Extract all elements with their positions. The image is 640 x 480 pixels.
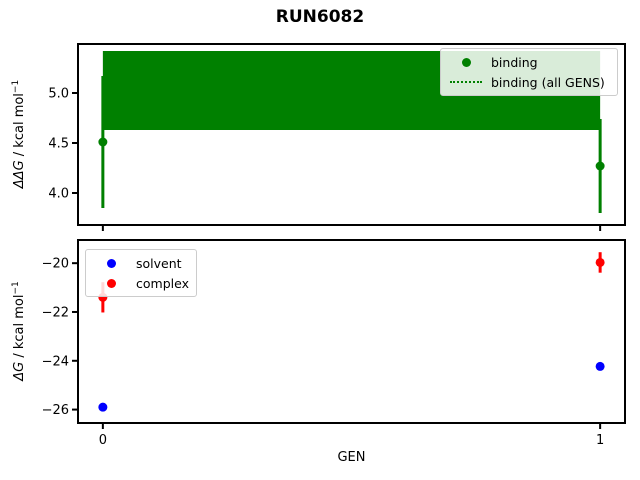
binding-point	[98, 137, 108, 147]
top-y-axis-label-math: ΔΔG	[12, 160, 28, 189]
complex-point	[595, 257, 605, 267]
top-y-axis-label-sup: −1	[10, 79, 21, 94]
figure-title: RUN6082	[275, 7, 365, 27]
x-tick-label: 0	[99, 433, 107, 448]
solvent-dot-icon	[106, 258, 116, 268]
solvent-point	[98, 402, 108, 412]
bottom-y-axis-label: ΔG / kcal mol−1	[11, 281, 27, 381]
complex-dot-icon	[106, 278, 116, 288]
bottom-y-axis-label-sup: −1	[10, 281, 21, 295]
legend-label-binding: binding	[491, 54, 538, 70]
binding-dot-icon	[461, 57, 471, 67]
legend-entry-binding: binding	[447, 52, 611, 72]
y-tick-label: 5.0	[48, 87, 69, 102]
top-y-axis-label-units: / kcal mol	[12, 93, 28, 161]
bottom-y-axis-label-math: ΔG	[12, 361, 28, 381]
x-axis-label: GEN	[337, 450, 366, 465]
legend-entry-binding-all-gens: binding (all GENS)	[447, 72, 611, 92]
axes-frame	[77, 43, 626, 226]
legend-entry-solvent: solvent	[92, 253, 190, 273]
y-tick-label: 4.5	[48, 137, 69, 152]
legend-entry-complex: complex	[92, 273, 190, 293]
y-tick-label: −20	[42, 257, 69, 272]
legend-solvent-complex: solvent complex	[85, 249, 197, 297]
x-tick-label: 1	[596, 433, 604, 448]
y-tick-label: −22	[42, 305, 69, 320]
bottom-y-axis-label-units: / kcal mol	[12, 294, 28, 362]
y-tick-label: −26	[42, 403, 69, 418]
legend-label-solvent: solvent	[136, 255, 182, 271]
binding-point	[595, 161, 605, 171]
y-tick-label: 4.0	[48, 187, 69, 202]
solvent-point	[595, 361, 605, 371]
y-tick-label: −24	[42, 354, 69, 369]
top-y-axis-label: ΔΔG / kcal mol−1	[11, 80, 27, 188]
legend-binding: binding binding (all GENS)	[440, 48, 618, 96]
legend-label-binding-all-gens: binding (all GENS)	[491, 74, 605, 90]
axes-frame	[77, 239, 626, 424]
binding-all-gens-dotted-line-icon	[450, 81, 482, 83]
legend-label-complex: complex	[136, 275, 189, 291]
